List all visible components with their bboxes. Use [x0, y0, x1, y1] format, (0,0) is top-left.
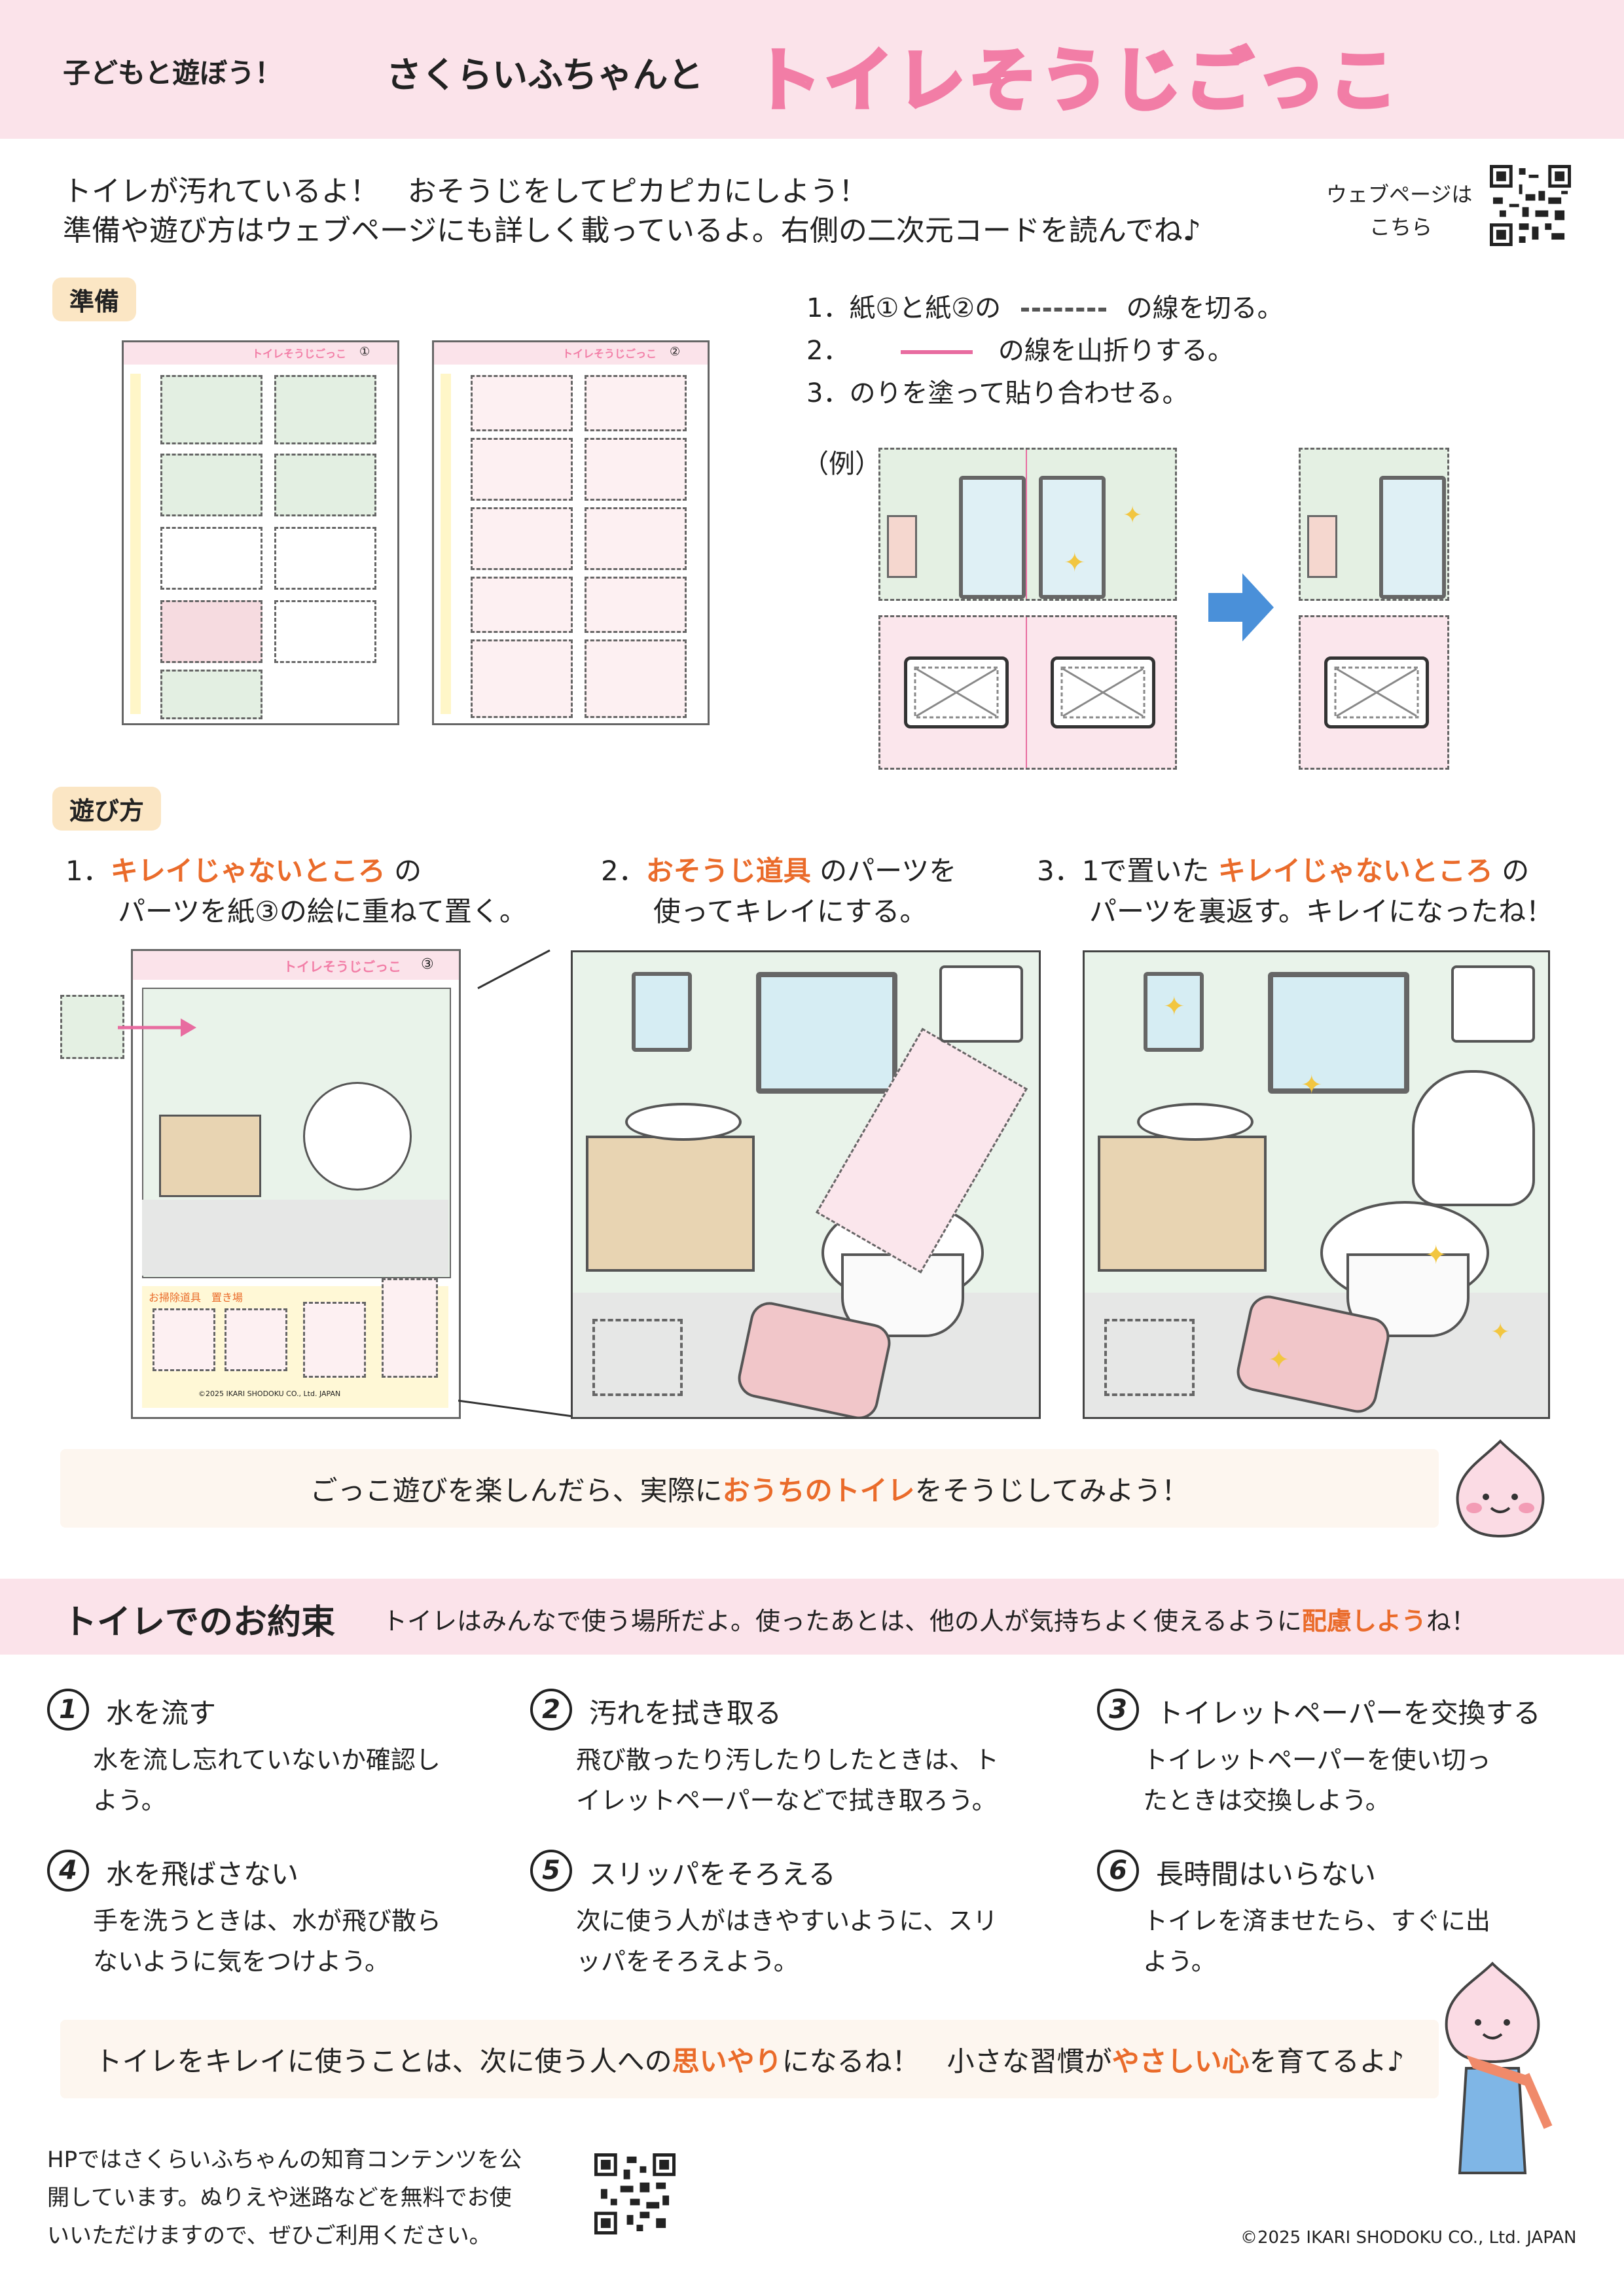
promise-title: トイレでのお約束 [63, 1603, 336, 1642]
prep-step-2: 2． の線を山折りする。 [806, 336, 1234, 366]
rule-body-line-1: 手を洗うときは、水が飛び散ら [93, 1907, 442, 1935]
sheet-3-title: トイレそうじごっこ [283, 959, 401, 975]
play-step-2: 2．おそうじ道具 のパーツを 使ってキレイにする。 [601, 855, 957, 927]
dragged-piece [60, 995, 124, 1059]
rule-card: 3 トイレットペーパーを交換するトイレットペーパーを使い切ったときは交換しよう。 [1097, 1685, 1568, 1829]
example-label: （例） [803, 449, 881, 479]
callout-play-at-home: ごっこ遊びを楽しんだら、実際におうちのトイレをそうじしてみよう！ [60, 1449, 1439, 1528]
dashed-line-sample [1020, 308, 1106, 312]
sheet-1-no: ① [359, 345, 370, 359]
sheet-2-no: ② [670, 345, 681, 359]
rule-body-line-1: 飛び散ったり汚したりしたときは、ト [576, 1746, 1000, 1774]
callout-kindness: トイレをキレイに使うことは、次に使う人への思いやりになるね！ 小さな習慣がやさし… [60, 2020, 1439, 2098]
rule-body-line-1: トイレを済ませたら、すぐに出 [1143, 1907, 1490, 1935]
rule-body-line-1: 次に使う人がはきやすいように、スリ [576, 1907, 998, 1935]
rule-body-line-2: よう。 [93, 1786, 166, 1815]
rule-number: 5 [530, 1850, 572, 1892]
footer-text-2: 開しています。ぬりえや迷路などを無料でお使 [47, 2185, 512, 2211]
scene-cleaning [571, 950, 1041, 1419]
rule-body-line-2: イレットペーパーなどで拭き取ろう。 [576, 1786, 997, 1815]
qr-code-hp[interactable] [594, 2153, 676, 2234]
sheet-2-thumbnail: トイレそうじごっこ ② [432, 340, 710, 725]
promise-band [0, 1579, 1624, 1655]
web-label-1: ウェブページは [1326, 182, 1473, 207]
example-mat-folded [1299, 615, 1449, 770]
rule-body-line-1: 水を流し忘れていないか確認し [93, 1746, 441, 1774]
rule-body-line-2: たときは交換しよう。 [1143, 1786, 1390, 1815]
rule-title: 長時間はいらない [1156, 1858, 1377, 1890]
promise-lead: トイレはみんなで使う場所だよ。使ったあとは、他の人が気持ちよく使えるように配慮し… [382, 1607, 1476, 1636]
rule-title: トイレットペーパーを交換する [1156, 1697, 1541, 1729]
rule-title: 水を飛ばさない [106, 1858, 299, 1890]
web-label-2: こちら [1369, 215, 1433, 240]
rule-title: 水を流す [106, 1697, 217, 1729]
example-window-folded [1299, 448, 1449, 601]
rule-number: 6 [1097, 1850, 1139, 1892]
header-title: トイレそうじごっこ [751, 39, 1401, 122]
rule-number: 1 [47, 1689, 89, 1731]
rule-body-line-2: ッパをそろえよう。 [576, 1947, 799, 1976]
pink-line-sample [901, 350, 973, 354]
prep-step-1: 1．紙①と紙②の の線を切る。 [806, 293, 1284, 323]
example-window-piece: ✦ ✦ [878, 448, 1177, 601]
intro-line-1: トイレが汚れているよ！ おそうじをしてピカピカにしよう！ [63, 175, 868, 208]
footer-text-1: HPではさくらいふちゃんの知育コンテンツを公 [47, 2147, 522, 2173]
play-step-1: 1．キレイじゃないところ の パーツを紙③の絵に重ねて置く。 [65, 855, 527, 927]
rule-number: 3 [1097, 1689, 1139, 1731]
rule-number: 2 [530, 1689, 572, 1731]
sheet-3-no: ③ [421, 956, 434, 973]
sheet-3-thumbnail: トイレそうじごっこ ③ お掃除道具 置き場 ©2025 IKARI SHODOK… [131, 949, 461, 1419]
sheet-3-caption: お掃除道具 置き場 [149, 1291, 244, 1304]
rule-card: 4 水を飛ばさない手を洗うときは、水が飛び散らないように気をつけよう。 [47, 1846, 518, 1990]
rule-body-line-2: ないように気をつけよう。 [93, 1947, 389, 1976]
rule-card: 1 水を流す水を流し忘れていないか確認しよう。 [47, 1685, 518, 1829]
scene-clean: ✦ ✦ ✦ ✦ ✦ [1083, 950, 1550, 1419]
mascot-face [1448, 1435, 1553, 1542]
footer-text-3: いいただけますので、ぜひご利用ください。 [47, 2223, 492, 2249]
sheet-1-thumbnail: トイレそうじごっこ ① [122, 340, 399, 725]
zoom-lines [458, 949, 573, 1418]
arrow-right-icon [1208, 573, 1274, 644]
copyright: ©2025 IKARI SHODOKU CO., Ltd. JAPAN [1240, 2228, 1577, 2248]
rule-number: 4 [47, 1850, 89, 1892]
rule-title: スリッパをそろえる [589, 1858, 836, 1890]
play-tag: 遊び方 [52, 787, 162, 831]
prep-step-3: 3．のりを塗って貼り合わせる。 [806, 378, 1189, 408]
sheet-1-title: トイレそうじごっこ [252, 348, 347, 360]
prep-tag: 準備 [52, 278, 137, 321]
intro-line-2: 準備や遊び方はウェブページにも詳しく載っているよ。右側の二次元コードを読んでね♪ [63, 214, 1201, 247]
sheet-2-title: トイレそうじごっこ [562, 348, 657, 360]
rule-body-line-2: よう。 [1143, 1947, 1216, 1976]
example-mat-piece [878, 615, 1177, 770]
rule-card: 2 汚れを拭き取る飛び散ったり汚したりしたときは、トイレットペーパーなどで拭き取ろ… [530, 1685, 1001, 1829]
place-arrow-icon [118, 1014, 196, 1043]
qr-code-web[interactable] [1490, 165, 1571, 246]
rule-card: 5 スリッパをそろえる次に使う人がはきやすいように、スリッパをそろえよう。 [530, 1846, 1001, 1990]
sheet-3-footer: ©2025 IKARI SHODOKU CO., Ltd. JAPAN [198, 1390, 341, 1398]
rule-body-line-1: トイレットペーパーを使い切っ [1143, 1746, 1491, 1774]
header-lead: 子どもと遊ぼう！ [63, 57, 283, 89]
mascot-full [1427, 1957, 1558, 2182]
rule-title: 汚れを拭き取る [589, 1697, 782, 1729]
rule-card: 6 長時間はいらないトイレを済ませたら、すぐに出よう。 [1097, 1846, 1568, 1990]
header-subtitle: さくらいふちゃんと [386, 54, 704, 96]
play-step-3: 3．1で置いた キレイじゃないところ の パーツを裏返す。キレイになったね！ [1037, 855, 1553, 927]
header-band [0, 0, 1624, 139]
